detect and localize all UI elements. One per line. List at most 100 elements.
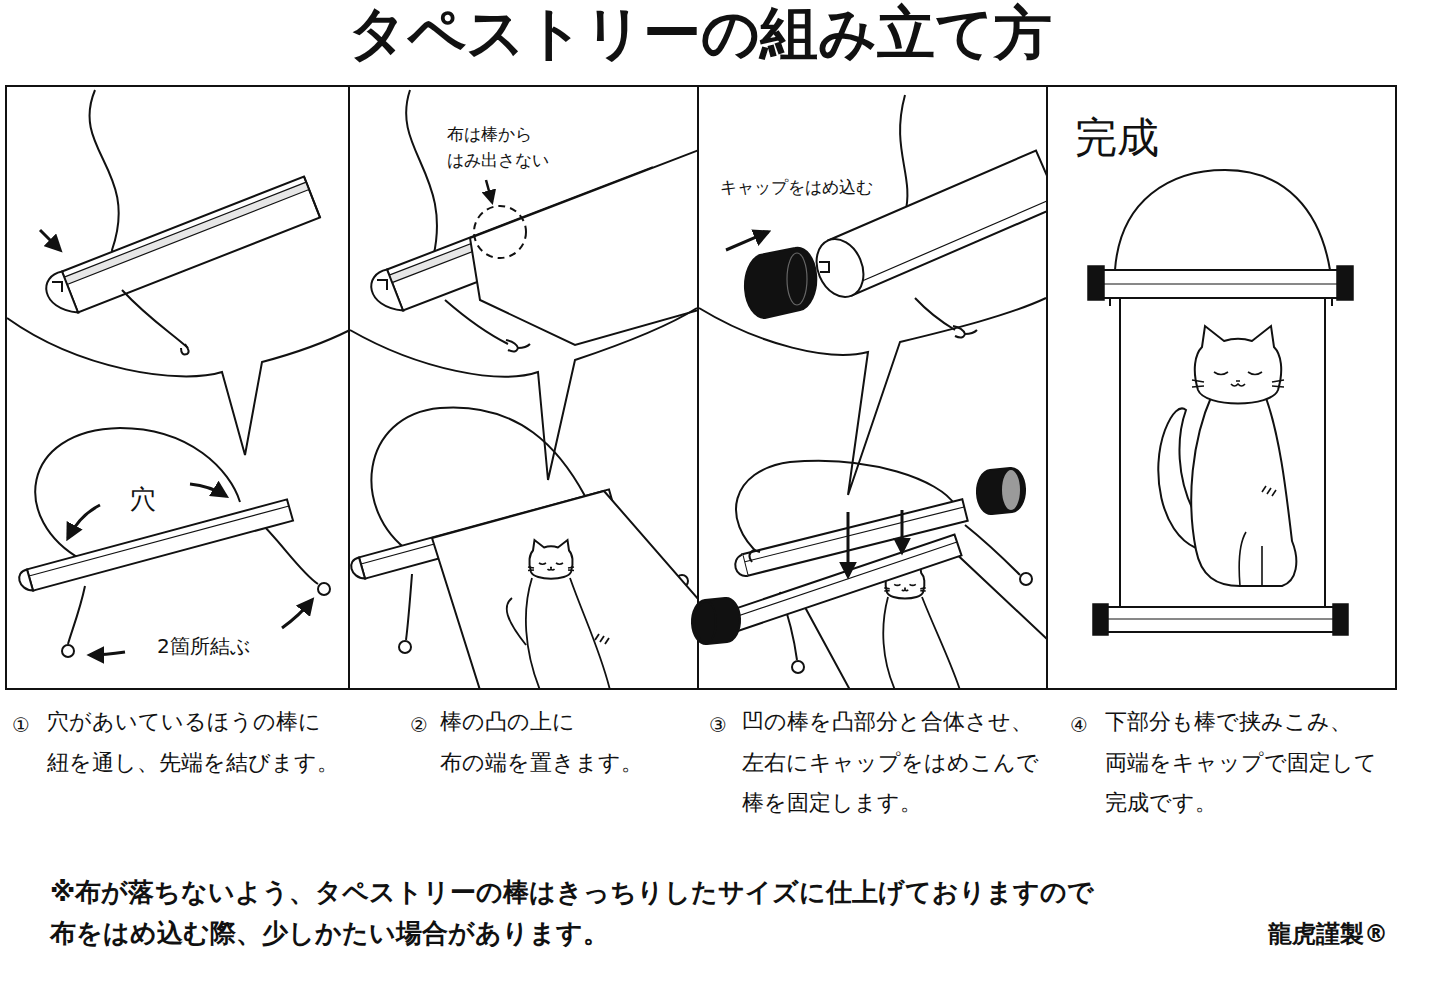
rod bbox=[1100, 619, 1340, 620]
step-number: ② bbox=[410, 713, 428, 737]
rod bbox=[46, 177, 320, 313]
step-panel: 布は棒から はみ出さない②棒の凸の上に 布の端を置きます。 bbox=[348, 85, 699, 690]
highlight-circle bbox=[474, 206, 526, 258]
arrow bbox=[40, 230, 60, 250]
maker-mark: 龍虎謹製® bbox=[1268, 920, 1388, 949]
rod bbox=[742, 499, 967, 575]
step-number: ③ bbox=[709, 713, 727, 737]
cap bbox=[977, 468, 1025, 514]
string bbox=[445, 300, 530, 352]
panel-heading: 完成 bbox=[1075, 113, 1159, 163]
cap bbox=[1001, 469, 1021, 511]
cap bbox=[787, 253, 807, 305]
string bbox=[406, 574, 412, 640]
string bbox=[399, 641, 411, 653]
speech-bubble bbox=[7, 318, 350, 455]
string bbox=[62, 645, 74, 657]
callout-note: 布は棒から はみ出さない bbox=[447, 122, 572, 173]
rod bbox=[1100, 270, 1340, 298]
cat bbox=[1191, 395, 1296, 586]
string bbox=[1115, 170, 1330, 270]
rod bbox=[744, 507, 964, 562]
arrow bbox=[40, 230, 60, 250]
string bbox=[900, 95, 907, 214]
step-number: ④ bbox=[1070, 713, 1088, 737]
note-text: ※布が落ちないよう、タペストリーの棒はきっちりしたサイズに仕上げておりますので … bbox=[50, 872, 1200, 954]
string bbox=[68, 586, 85, 644]
string bbox=[122, 290, 188, 348]
arrow bbox=[90, 652, 125, 655]
string bbox=[90, 90, 119, 276]
arrow bbox=[190, 484, 226, 496]
string bbox=[965, 525, 1020, 575]
cat bbox=[1239, 486, 1276, 586]
cat bbox=[507, 578, 610, 688]
step-instruction: 凹の棒を凸部分と合体させ、 左右にキャップをはめこんで 棒を固定します。 bbox=[742, 702, 1047, 824]
cat bbox=[883, 597, 960, 688]
arrow bbox=[486, 180, 492, 202]
rod bbox=[29, 506, 289, 576]
string bbox=[90, 90, 119, 276]
rod bbox=[1100, 607, 1340, 632]
cloth bbox=[470, 150, 697, 345]
arrow bbox=[847, 512, 850, 576]
string bbox=[318, 583, 330, 595]
string bbox=[506, 340, 530, 352]
tapestry-cloth bbox=[1120, 298, 1325, 607]
rod bbox=[19, 499, 293, 590]
hole-label: 穴 bbox=[130, 484, 156, 515]
arrow bbox=[282, 600, 312, 628]
cap bbox=[1088, 266, 1353, 635]
cloth bbox=[470, 150, 697, 345]
speech-bubble bbox=[350, 308, 697, 480]
string bbox=[1115, 170, 1330, 270]
string bbox=[406, 90, 437, 262]
rod bbox=[371, 270, 403, 311]
cat bbox=[595, 634, 609, 644]
cap bbox=[1093, 604, 1108, 635]
step-instruction: 穴があいているほうの棒に 紐を通し、先端を結びます。 bbox=[47, 702, 352, 783]
rod bbox=[19, 569, 33, 590]
rod bbox=[808, 232, 872, 304]
string bbox=[122, 290, 189, 354]
knot-label: 2箇所結ぶ bbox=[157, 634, 250, 658]
rod bbox=[304, 177, 320, 218]
rod bbox=[377, 280, 387, 290]
cap bbox=[696, 601, 716, 643]
cap bbox=[1333, 604, 1348, 635]
cat bbox=[1192, 326, 1284, 404]
cap bbox=[1337, 266, 1353, 300]
cap bbox=[745, 248, 816, 318]
string bbox=[406, 90, 437, 262]
string bbox=[792, 661, 804, 673]
rod bbox=[52, 282, 62, 292]
rod bbox=[808, 151, 1046, 305]
string bbox=[915, 298, 955, 330]
rod bbox=[846, 198, 1046, 288]
cat bbox=[528, 540, 574, 579]
string bbox=[900, 95, 907, 214]
callout-note: キャップをはめ込む bbox=[720, 177, 873, 197]
rod bbox=[727, 499, 968, 632]
speech-bubble bbox=[350, 308, 697, 480]
rod bbox=[62, 177, 320, 313]
rod bbox=[749, 550, 760, 562]
rod bbox=[46, 272, 78, 313]
rod bbox=[1110, 298, 1332, 306]
rod bbox=[735, 554, 747, 576]
arrow bbox=[901, 510, 904, 552]
cat bbox=[883, 564, 960, 688]
rod bbox=[1100, 284, 1340, 285]
cap bbox=[745, 248, 816, 318]
step-panel: 完成④下部分も棒で挟みこみ、 両端をキャップで固定して 完成です。 bbox=[1046, 85, 1397, 690]
string bbox=[915, 298, 977, 338]
step-panel: 穴2箇所結ぶ①穴があいているほうの棒に 紐を通し、先端を結びます。 bbox=[5, 85, 350, 690]
rod bbox=[1100, 270, 1340, 632]
step-number: ① bbox=[12, 713, 30, 737]
highlight-circle bbox=[474, 206, 526, 258]
string bbox=[181, 344, 189, 354]
cat bbox=[1158, 326, 1296, 586]
